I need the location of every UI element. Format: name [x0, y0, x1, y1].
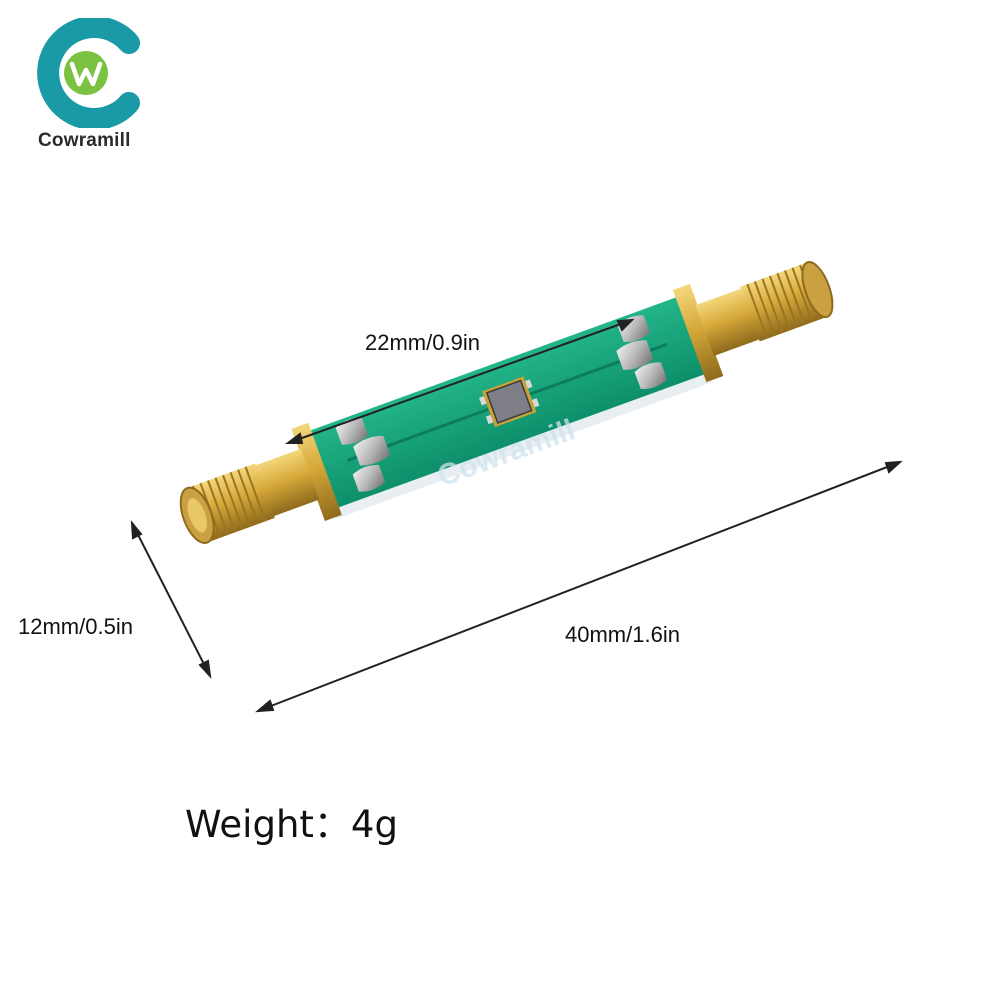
solder-pad [634, 362, 668, 390]
dimension-length-label: 40mm/1.6in [565, 622, 680, 647]
brand-logo: Cowramill [28, 18, 158, 153]
solder-pad [335, 418, 369, 445]
weight-label: Weight：4g [185, 803, 398, 846]
dimension-width-label: 22mm/0.9in [365, 330, 480, 355]
dim-arrow-top [287, 319, 633, 444]
dim-arrow-length [257, 461, 901, 712]
ic-chip [485, 379, 533, 424]
dim-arrow-side [131, 522, 211, 677]
solder-pad [352, 465, 386, 492]
solder-pad [353, 435, 391, 466]
brand-logo-icon [37, 18, 140, 128]
right-sma-connector [672, 260, 834, 383]
solder-pad [616, 340, 654, 370]
left-sma-connector [179, 422, 342, 544]
dimension-height-label: 12mm/0.5in [18, 614, 133, 639]
brand-name: Cowramill [38, 130, 131, 151]
